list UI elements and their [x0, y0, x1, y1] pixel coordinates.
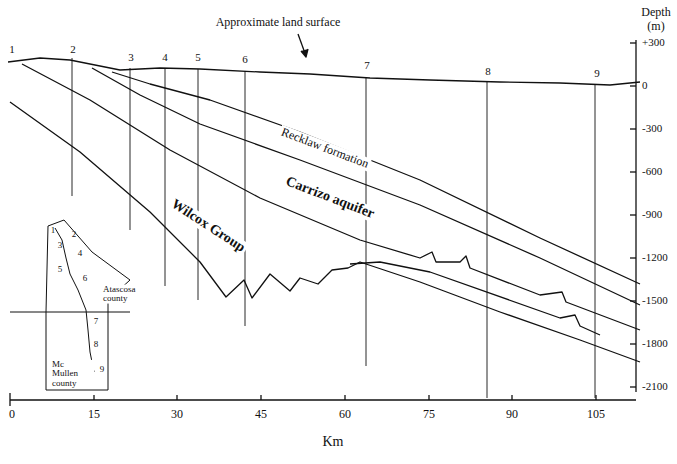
- well-number: 8: [485, 66, 491, 78]
- inset-well-number: 4: [78, 249, 83, 258]
- depth-tick: -2100: [642, 381, 668, 393]
- formation-label: Recklaw formation: [278, 125, 372, 171]
- well-number: 6: [242, 54, 248, 66]
- km-tick: 15: [88, 408, 100, 421]
- interfinger: [350, 262, 600, 335]
- well-number: 1: [9, 44, 15, 56]
- group-label: Wilcox Group: [167, 196, 249, 257]
- km-tick: 0: [9, 408, 15, 421]
- well-number: 4: [162, 52, 168, 64]
- aquifer-label: Carrizo aquifer: [282, 174, 378, 223]
- depth-tick: -300: [642, 123, 662, 135]
- surface-label: Approximate land surface: [216, 16, 341, 29]
- arrow-head: [301, 49, 308, 57]
- county-label: Atascosa county: [101, 285, 153, 304]
- well-number: 2: [70, 44, 76, 56]
- county-label: Mc Mullen county: [50, 360, 94, 388]
- well-number: 7: [364, 60, 370, 72]
- km-tick: 90: [506, 408, 518, 421]
- km-tick: 30: [171, 408, 183, 421]
- axis-unit: (m): [647, 20, 664, 33]
- well-number: 3: [128, 52, 134, 64]
- depth-tick: +300: [642, 37, 665, 49]
- inset-well-number: 6: [83, 274, 88, 283]
- inset-well-number: 5: [58, 265, 63, 274]
- recklaw-top: [112, 72, 640, 284]
- km-tick: 45: [255, 408, 267, 421]
- inset-well-number: 8: [94, 340, 99, 349]
- inset-map: [10, 220, 130, 390]
- depth-tick: -600: [642, 166, 662, 178]
- axis-title: Depth: [641, 6, 670, 19]
- inset-well-number: 9: [100, 365, 105, 374]
- land-surface: [8, 58, 640, 85]
- well-number: 5: [195, 52, 201, 64]
- km-tick: 75: [423, 408, 435, 421]
- axis-title: Km: [323, 435, 344, 450]
- km-tick: 105: [587, 408, 605, 421]
- well-number: 9: [594, 68, 600, 80]
- depth-tick: -900: [642, 209, 662, 221]
- inset-well-number: 7: [94, 317, 99, 326]
- depth-tick: -1500: [642, 295, 668, 307]
- inset-well-number: 2: [72, 230, 77, 239]
- km-tick: 60: [339, 408, 351, 421]
- depth-tick: 0: [642, 80, 648, 92]
- depth-tick: -1800: [642, 338, 668, 350]
- wilcox-base: [10, 102, 640, 362]
- depth-tick: -1200: [642, 252, 668, 264]
- wilcox-top: [22, 64, 640, 330]
- inset-well-number: 1: [51, 226, 56, 235]
- inset-well-number: 3: [58, 241, 63, 250]
